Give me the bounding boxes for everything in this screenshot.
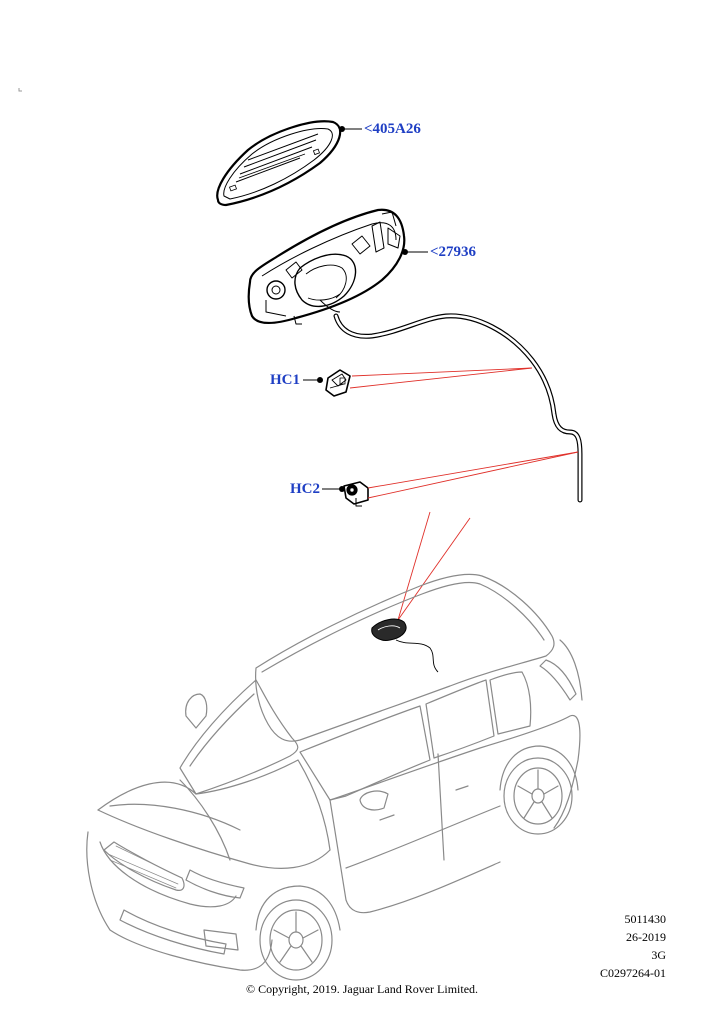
vehicle-red-leader-b	[397, 517, 471, 621]
callout-27936: <27936	[430, 244, 477, 260]
vehicle-outline	[86, 573, 583, 981]
harness-cable-inner	[334, 314, 582, 502]
visor-lens-part	[216, 120, 342, 207]
reference-line-3: 3G	[651, 948, 666, 962]
hc2-connector	[343, 481, 369, 507]
vehicle-red-leader-a	[397, 511, 431, 621]
callout-hc1: HC1	[270, 372, 300, 388]
reference-line-1: 5011430	[624, 912, 666, 926]
vehicle-camera-location	[371, 618, 439, 673]
callout-hc2: HC2	[290, 481, 320, 497]
hc1-red-leader-b	[349, 367, 533, 389]
callout-405a26: <405A26	[364, 121, 421, 137]
corner-mark	[18, 88, 22, 92]
reference-block: 5011430 26-2019 3G C0297264-01	[566, 910, 666, 982]
hc1-connector	[325, 369, 351, 397]
hc2-red-leader-a	[367, 451, 579, 489]
housing-module-part	[247, 208, 406, 325]
copyright-notice: © Copyright, 2019. Jaguar Land Rover Lim…	[245, 982, 479, 996]
hc2-red-leader-b	[367, 451, 579, 499]
reference-line-4: C0297264-01	[600, 966, 666, 980]
reference-line-2: 26-2019	[626, 930, 666, 944]
hc1-red-leader-a	[351, 367, 533, 377]
